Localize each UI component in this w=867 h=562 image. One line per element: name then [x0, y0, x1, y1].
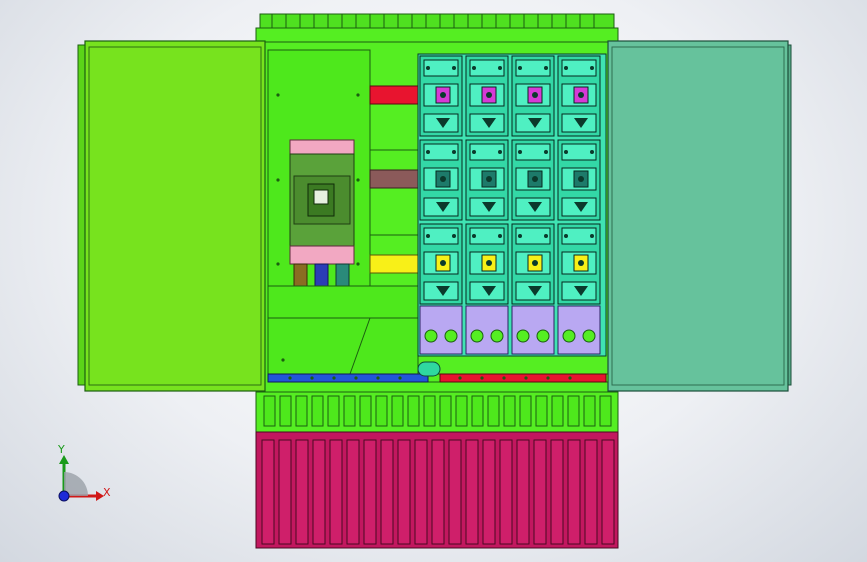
view-orientation-triad[interactable] [58, 455, 104, 502]
x-axis-label: X [103, 486, 111, 499]
cabinet-base-upper [255, 391, 619, 433]
energy-meter[interactable] [511, 55, 555, 137]
main-circuit-breaker[interactable] [289, 139, 355, 297]
energy-meter[interactable] [557, 55, 601, 137]
bus-bars [369, 85, 421, 274]
energy-meter[interactable] [419, 223, 463, 305]
fuse-holder[interactable] [557, 305, 601, 355]
base-vents-upper [263, 395, 612, 427]
fuse-row [419, 305, 601, 355]
energy-meter[interactable] [511, 223, 555, 305]
mounting-screws [276, 93, 360, 266]
y-axis-label: Y [58, 443, 65, 456]
energy-meter[interactable] [511, 139, 555, 221]
base-vents-lower [261, 439, 615, 545]
energy-meter[interactable] [419, 139, 463, 221]
energy-meter[interactable] [465, 139, 509, 221]
energy-meter[interactable] [465, 55, 509, 137]
cabinet-top-cap [255, 13, 619, 43]
energy-meter[interactable] [465, 223, 509, 305]
left-door[interactable] [77, 40, 266, 392]
energy-meter[interactable] [557, 139, 601, 221]
energy-meter[interactable] [557, 223, 601, 305]
fuse-holder[interactable] [465, 305, 509, 355]
fuse-holder[interactable] [419, 305, 463, 355]
fuse-holder[interactable] [511, 305, 555, 355]
ground-bus-strip [267, 361, 609, 383]
meter-panel [417, 53, 607, 357]
right-door[interactable] [607, 40, 792, 392]
lower-compartment [267, 285, 419, 375]
energy-meter[interactable] [419, 55, 463, 137]
